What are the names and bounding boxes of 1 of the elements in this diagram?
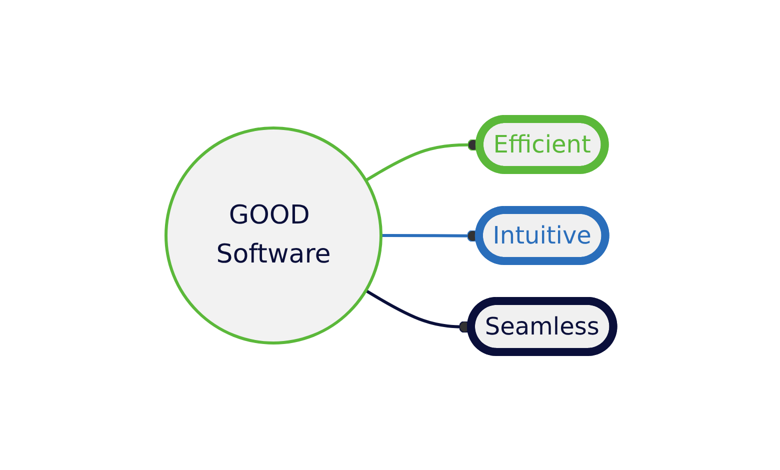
node-circle: GOOD Software	[164, 126, 383, 344]
